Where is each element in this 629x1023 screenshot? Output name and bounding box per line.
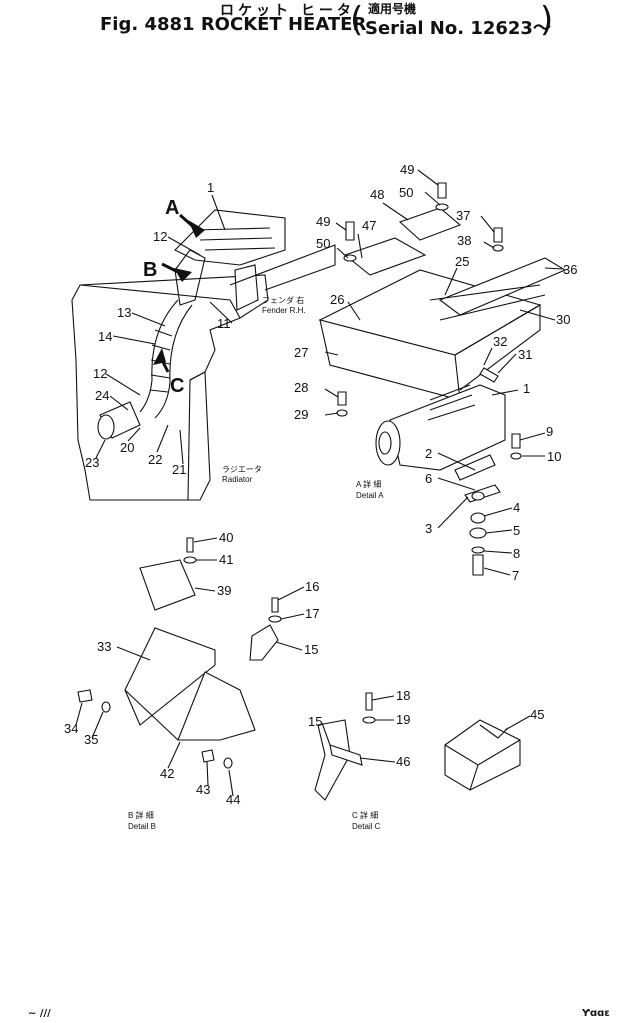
part-label: 39 (217, 583, 231, 598)
part-label: 30 (556, 312, 570, 327)
part-label: 48 (370, 187, 384, 202)
part-number-labels: 1 12 11 13 14 12 24 23 20 22 21 49 50 48… (64, 162, 577, 807)
detail-b-jp-label: B 詳 細 (128, 810, 154, 820)
part-label: 1 (207, 180, 214, 195)
leader-lines (75, 169, 563, 797)
part-label: 22 (148, 452, 162, 467)
view-arrow-a: A (165, 197, 179, 219)
part-label: 29 (294, 407, 308, 422)
detail-a-label: Detail A (356, 491, 384, 500)
part-label: 12 (93, 366, 107, 381)
footer-right-mark: Ƴɑɑɛ (582, 1008, 610, 1019)
duct-drawing (97, 209, 286, 440)
detail-c-label: Detail C (352, 822, 381, 831)
part-label: 1 (523, 381, 530, 396)
part-label: 34 (64, 721, 78, 736)
part-label: 44 (226, 792, 240, 807)
part-label: 46 (396, 754, 410, 769)
part-label: 43 (196, 782, 210, 797)
part-label: 4 (513, 500, 520, 515)
part-label: 38 (457, 233, 471, 248)
footer-left-mark: ~ /// (28, 1008, 51, 1019)
part-45-drawing (444, 719, 521, 791)
part-label: 13 (117, 305, 131, 320)
radiator-label: Radiator (222, 475, 253, 484)
part-label: 23 (85, 455, 99, 470)
detail-b-label: Detail B (128, 822, 156, 831)
detail-c-jp-label: C 詳 細 (352, 810, 378, 820)
part-label: 8 (513, 546, 520, 561)
part-label: 45 (530, 707, 544, 722)
part-label: 35 (84, 732, 98, 747)
radiator-drawing (71, 274, 269, 501)
part-label: 19 (396, 712, 410, 727)
detail-a-jp-label: A 詳 細 (356, 479, 381, 489)
radiator-jp-label: ラジエータ (222, 465, 262, 474)
detail-c-drawing (314, 692, 376, 801)
part-label: 25 (455, 254, 469, 269)
fender-jp-label: フェンダ 右 (262, 295, 304, 305)
part-label: 15 (308, 714, 322, 729)
close-paren: ) (540, 0, 554, 40)
part-label: 26 (330, 292, 344, 307)
part-label: 9 (546, 424, 553, 439)
part-label: 12 (153, 229, 167, 244)
serial-number: Serial No. 12623～ (365, 18, 551, 39)
fender-outline (229, 244, 336, 291)
part-label: 49 (316, 214, 330, 229)
part-label: 14 (98, 329, 112, 344)
view-arrow-c: C (170, 375, 184, 397)
part-label: 15 (304, 642, 318, 657)
part-label: 17 (305, 606, 319, 621)
part-label: 10 (547, 449, 561, 464)
part-label: 36 (563, 262, 577, 277)
part-label: 24 (95, 388, 109, 403)
view-arrows (153, 213, 205, 373)
part-label: 20 (120, 440, 134, 455)
part-label: 7 (512, 568, 519, 583)
part-label: 50 (316, 236, 330, 251)
part-label: 41 (219, 552, 233, 567)
part-label: 16 (305, 579, 319, 594)
part-label: 31 (518, 347, 532, 362)
part-label: 5 (513, 523, 520, 538)
part-label: 33 (97, 639, 111, 654)
part-label: 27 (294, 345, 308, 360)
part-label: 42 (160, 766, 174, 781)
part-label: 3 (425, 521, 432, 536)
detail-b-drawing (77, 537, 282, 769)
part-label: 50 (399, 185, 413, 200)
part-label: 18 (396, 688, 410, 703)
part-label: 2 (425, 446, 432, 461)
part-label: 11 (217, 316, 231, 331)
figure-title: Fig. 4881 ROCKET HEATER (100, 14, 367, 35)
part-label: 47 (362, 218, 376, 233)
part-label: 21 (172, 462, 186, 477)
part-label: 28 (294, 380, 308, 395)
part-label: 32 (493, 334, 507, 349)
view-arrow-b: B (143, 259, 157, 281)
open-paren: ( (350, 0, 364, 40)
part-label: 6 (425, 471, 432, 486)
fender-label: Fender R.H. (262, 306, 306, 315)
part-label: 49 (400, 162, 414, 177)
part-label: 40 (219, 530, 233, 545)
serial-japanese: 適用号機 (368, 2, 417, 16)
part-label: 37 (456, 208, 470, 223)
title-japanese: ロケット ヒータ (220, 3, 355, 19)
detail-a-drawing (318, 182, 567, 576)
